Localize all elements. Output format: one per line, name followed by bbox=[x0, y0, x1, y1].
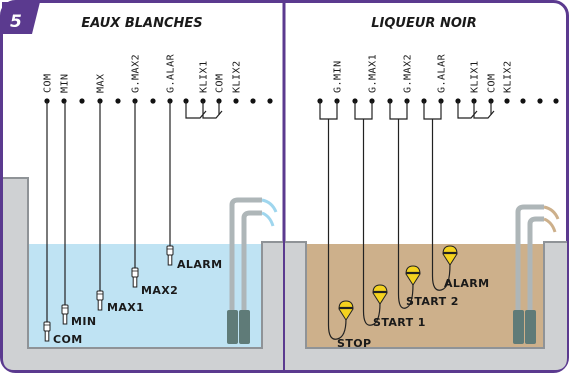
probe-electrode bbox=[167, 254, 173, 266]
left-ground bbox=[3, 178, 283, 370]
left-terminal-dot bbox=[150, 98, 156, 104]
probe-label: MAX1 bbox=[107, 301, 144, 314]
right-tank bbox=[285, 204, 567, 370]
right-ground bbox=[285, 242, 567, 370]
right-tank-wall bbox=[285, 241, 567, 349]
right-pump-2 bbox=[525, 310, 536, 344]
left-terminal-label: KLIX1 bbox=[199, 60, 210, 93]
right-terminal-label: G.ALAR bbox=[437, 53, 448, 93]
float-cable bbox=[431, 119, 451, 291]
float-cable bbox=[327, 119, 347, 340]
float-cable bbox=[362, 119, 381, 326]
right-pump-1 bbox=[513, 310, 524, 344]
left-terminal-label: G.MAX2 bbox=[131, 54, 142, 93]
probe-head bbox=[131, 267, 139, 278]
probe-electrode bbox=[97, 299, 103, 311]
left-terminal-dot bbox=[233, 98, 239, 104]
figure-number-tab bbox=[2, 2, 40, 34]
left-terminal-dot bbox=[115, 98, 121, 104]
float-label: ALARM bbox=[444, 277, 489, 290]
right-panel-title: LIQUEUR NOIR bbox=[371, 16, 476, 31]
left-tank bbox=[3, 177, 283, 370]
probe-label: MIN bbox=[71, 315, 96, 328]
probe-label: MAX2 bbox=[141, 284, 178, 297]
probe-head bbox=[96, 290, 104, 301]
right-terminal-strip: G.MIN G.MAX1 G.MAX2 G.ALAR KLIX1 COM KLIX2 bbox=[317, 53, 559, 119]
right-liquor bbox=[306, 244, 544, 348]
left-terminal-dot bbox=[267, 98, 273, 104]
left-pump-1 bbox=[227, 310, 238, 344]
right-outflow-1 bbox=[543, 205, 560, 220]
probe-head bbox=[43, 321, 51, 332]
float-label: START 1 bbox=[373, 316, 426, 329]
left-tank-wall bbox=[3, 177, 283, 349]
probe-label: ALARM bbox=[177, 258, 222, 271]
figure-number: 5 bbox=[10, 12, 22, 32]
left-pipe-2 bbox=[241, 210, 262, 312]
right-terminal-dot bbox=[553, 98, 559, 104]
probe-head bbox=[166, 245, 174, 256]
right-pipe-2 bbox=[527, 216, 544, 312]
left-panel-title: EAUX BLANCHES bbox=[81, 16, 202, 31]
left-pipe-1 bbox=[229, 197, 262, 312]
left-terminal-label: KLIX2 bbox=[232, 60, 243, 93]
left-terminal-label: COM bbox=[215, 73, 226, 93]
left-terminal-label: COM bbox=[43, 73, 54, 93]
right-terminal-label: KLIX1 bbox=[470, 60, 481, 93]
probe-label: COM bbox=[53, 333, 83, 346]
left-outflow-2 bbox=[261, 211, 275, 227]
left-terminal-dot bbox=[250, 98, 256, 104]
left-water bbox=[28, 244, 262, 348]
probe-head bbox=[61, 304, 69, 315]
left-terminal-label: G.ALAR bbox=[166, 53, 177, 93]
right-terminal-dot bbox=[520, 98, 526, 104]
right-outflow-2 bbox=[543, 217, 557, 233]
right-terminal-dot bbox=[504, 98, 510, 104]
float-label: START 2 bbox=[406, 295, 459, 308]
float-cable bbox=[397, 119, 414, 309]
left-terminal-dot bbox=[79, 98, 85, 104]
left-conductive-probes: COM MIN MAX1 MAX2 ALARM bbox=[43, 101, 222, 346]
left-pump-2 bbox=[239, 310, 250, 344]
left-terminal-strip: COM MIN MAX G.MAX2 G.ALAR KLIX1 COM KLIX2 bbox=[43, 53, 273, 119]
left-terminal-label: MIN bbox=[60, 73, 71, 93]
float-label: STOP bbox=[337, 337, 371, 350]
left-terminal-label: MAX bbox=[96, 73, 107, 93]
right-terminal-label: G.MIN bbox=[333, 60, 344, 93]
left-terminal-dot bbox=[61, 98, 67, 104]
probe-electrode bbox=[44, 330, 50, 342]
probe-electrode bbox=[132, 276, 138, 288]
right-terminal-label: KLIX2 bbox=[503, 60, 514, 93]
right-pipe-1 bbox=[515, 204, 544, 312]
probe-electrode bbox=[62, 313, 68, 325]
left-outflow-1 bbox=[261, 198, 278, 213]
right-terminal-label: COM bbox=[487, 73, 498, 93]
right-terminal-dot bbox=[537, 98, 543, 104]
right-terminal-label: G.MAX2 bbox=[403, 54, 414, 93]
right-terminal-label: G.MAX1 bbox=[368, 54, 379, 93]
